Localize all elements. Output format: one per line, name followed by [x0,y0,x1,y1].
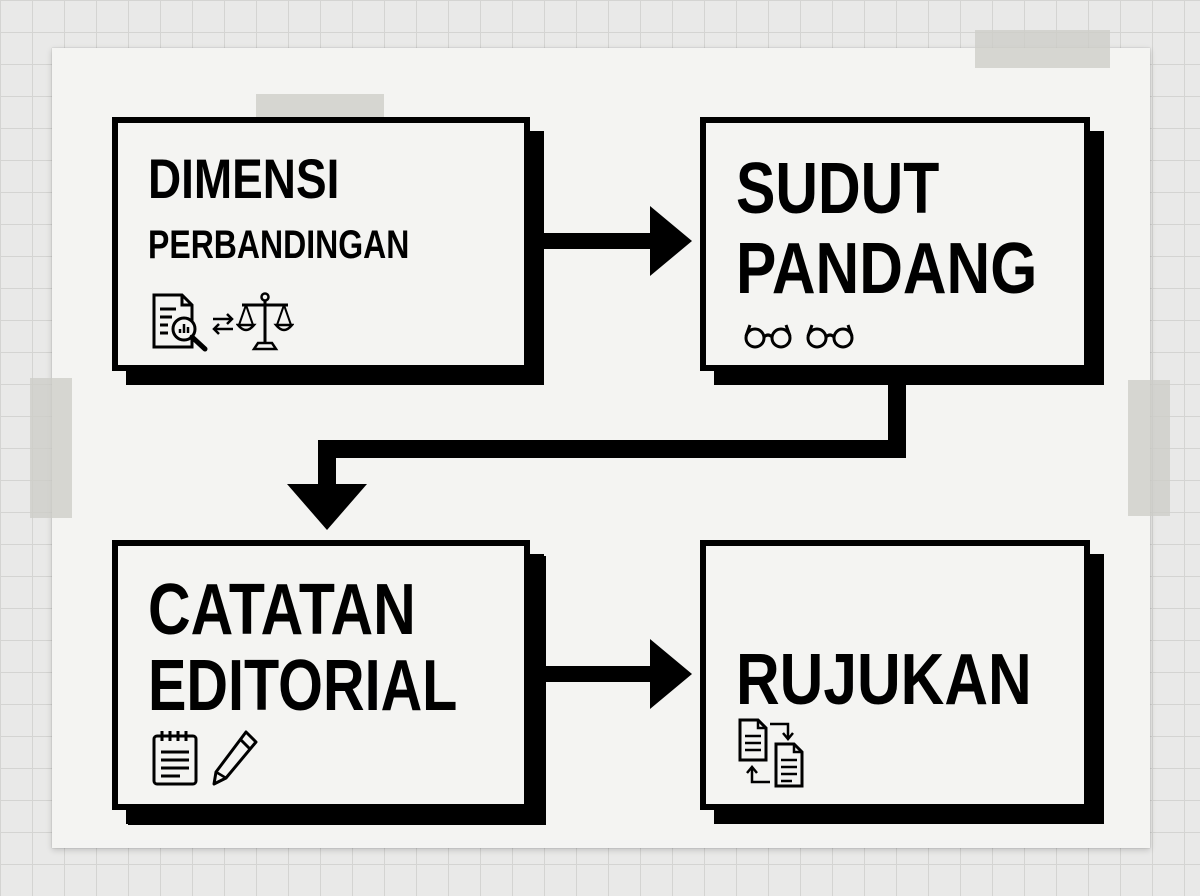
arrow-catatan-to-rujukan [530,639,692,709]
node-rujukan: RUJUKAN [700,540,1090,810]
document-search-icon [152,293,208,352]
tape-strip [975,30,1110,68]
tape-strip [1128,380,1170,516]
node-title-line2: EDITORIAL [148,646,458,726]
notepad-icon [152,731,198,786]
node-title-line1: RUJUKAN [736,640,1032,720]
balance-scale-icon [236,292,294,351]
node-title-line2: PANDANG [736,229,1038,309]
swap-arrows-icon [212,313,234,335]
node-title-line2: PERBANDINGAN [148,223,410,267]
node-title-line1: CATATAN [148,570,416,650]
node-catatan-editorial: CATATAN EDITORIAL [112,540,530,810]
node-title-line1: DIMENSI [148,147,340,210]
document-swap-icon [738,718,804,788]
node-dimensi-perbandingan: DIMENSI PERBANDINGAN [112,117,530,371]
node-sudut-pandang: SUDUT PANDANG [700,117,1090,371]
node-title-line1: SUDUT [736,149,940,229]
tape-strip [30,378,72,518]
glasses-icon [806,324,854,349]
pencil-icon [212,730,258,786]
glasses-icon [744,324,792,349]
arrow-sudut-to-catatan [287,380,906,530]
arrow-dimensi-to-sudut [530,206,692,276]
